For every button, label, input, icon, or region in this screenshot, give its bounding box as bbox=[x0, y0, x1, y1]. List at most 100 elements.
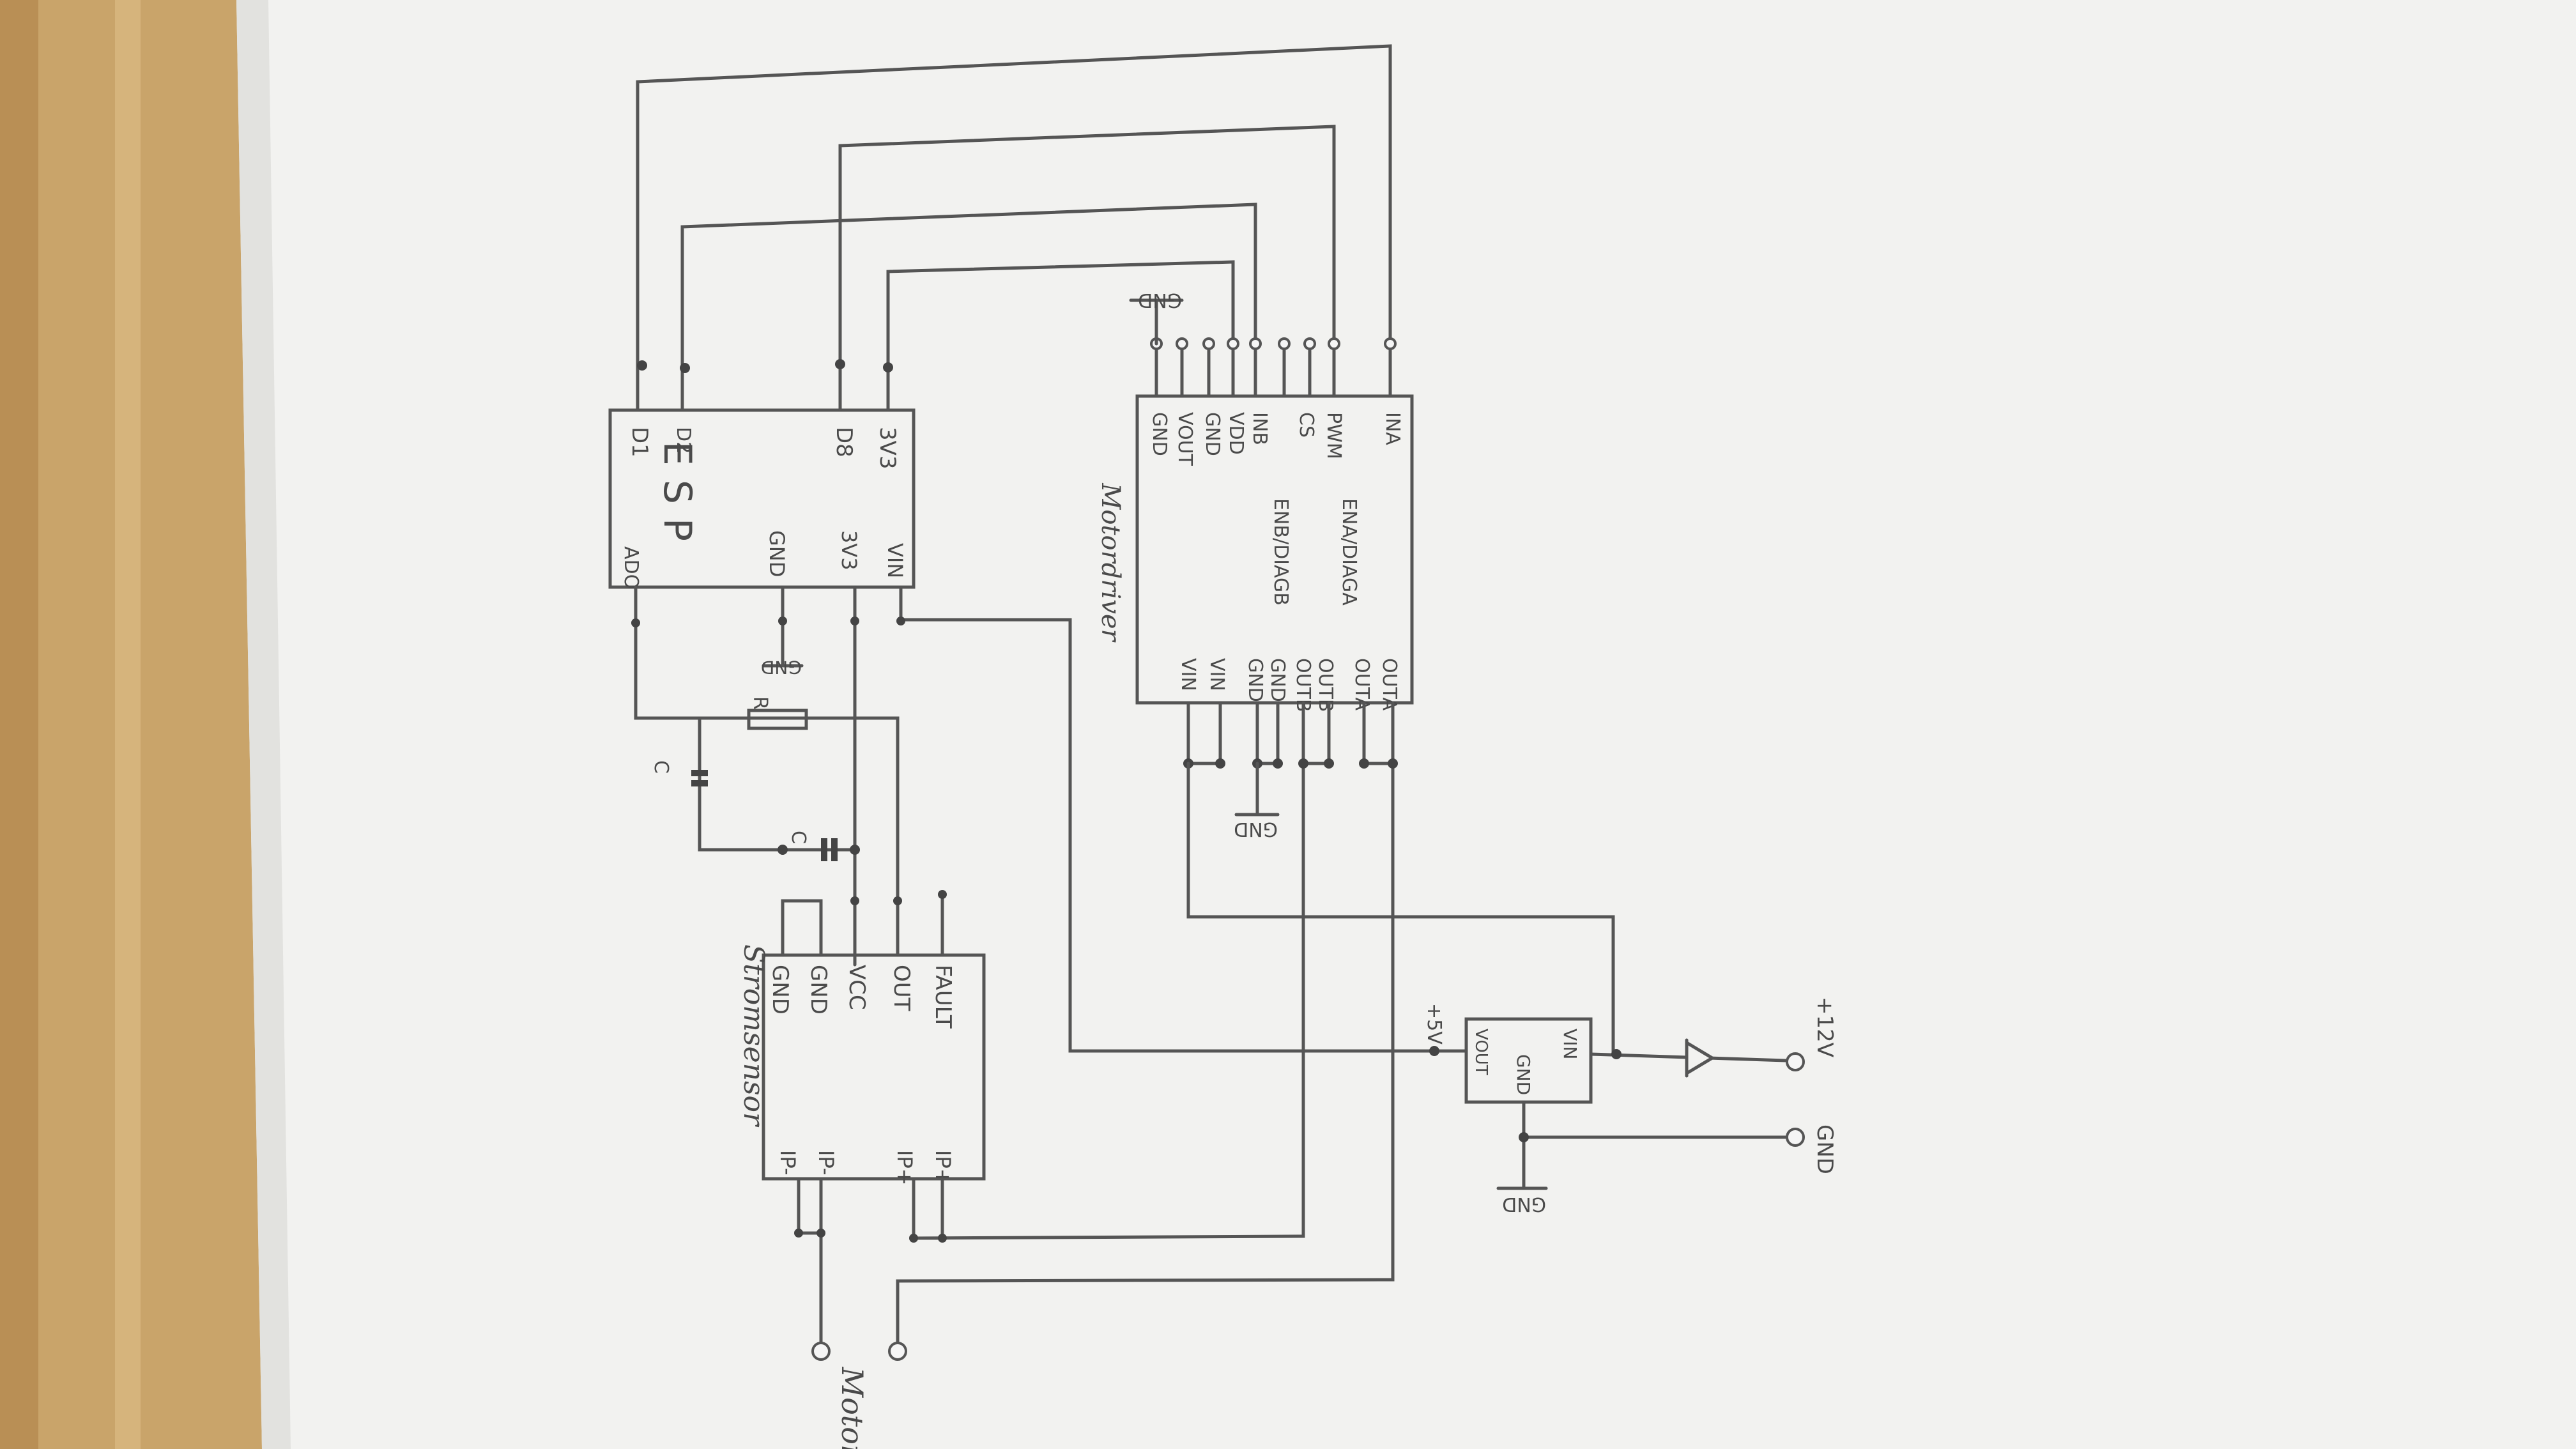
motordriver-pin-ena: ENA/DIAGA bbox=[1338, 498, 1360, 606]
gnd-label-esp: GND bbox=[761, 657, 802, 678]
gnd-label-md-top: GND bbox=[1138, 289, 1182, 311]
motordriver-pin-top-label: INA bbox=[1381, 412, 1404, 445]
regulator-pin-gnd: GND bbox=[1513, 1054, 1534, 1095]
junction bbox=[794, 1229, 803, 1238]
regulator-pin-vout: VOUT bbox=[1471, 1029, 1491, 1075]
stromsensor-pin-gnd-1: GND bbox=[767, 965, 793, 1015]
stromsensor-box bbox=[762, 953, 986, 1181]
regulator-box bbox=[1464, 1017, 1593, 1104]
junction bbox=[1429, 1046, 1439, 1056]
motordriver-pin-top-label: GND bbox=[1148, 412, 1170, 456]
junction bbox=[637, 360, 647, 371]
esp-box bbox=[608, 408, 916, 589]
wire-ip-minus bbox=[797, 1177, 823, 1235]
paper-edge-shadow bbox=[236, 0, 291, 1449]
wire-d8-pwm bbox=[838, 125, 1336, 412]
plus12v-terminal bbox=[1786, 1052, 1805, 1071]
junction bbox=[1215, 758, 1225, 769]
junction bbox=[680, 363, 690, 373]
motordriver-pin-bottom-label: OUTB bbox=[1314, 658, 1337, 712]
motor-label: Motor bbox=[835, 1367, 870, 1449]
wire-vin-5v bbox=[899, 585, 1436, 1053]
esp-pin-3v3-top: 3V3 bbox=[875, 427, 900, 470]
motordriver-pin-bottom-label: OUTA bbox=[1351, 658, 1373, 711]
esp-pin-gnd: GND bbox=[765, 530, 789, 577]
motordriver-pin-bottom-label: GND bbox=[1244, 658, 1266, 702]
stromsensor-pin-out: OUT bbox=[889, 965, 914, 1011]
wire-ado bbox=[634, 585, 900, 903]
gnd-supply-label: GND bbox=[1812, 1124, 1837, 1174]
stromsensor-pin-ip-minus-2: IP- bbox=[814, 1150, 838, 1176]
motordriver-pin-top-label: VOUT bbox=[1174, 412, 1196, 466]
motor-terminal-2 bbox=[888, 1342, 907, 1361]
md-pin-terminal bbox=[1249, 337, 1262, 350]
junction bbox=[1519, 1132, 1529, 1142]
stromsensor-pin-vcc: VCC bbox=[844, 965, 870, 1010]
paper-sheet bbox=[236, 0, 2576, 1449]
regulator-pin-vin: VIN bbox=[1560, 1029, 1581, 1059]
resistor bbox=[747, 709, 808, 730]
junction bbox=[1324, 758, 1334, 769]
junction bbox=[850, 896, 859, 905]
motordriver-pin-bottom-label: OUTA bbox=[1378, 658, 1400, 711]
motordriver-pin-top-label: CS bbox=[1295, 412, 1317, 438]
gnd-label-reg: GND bbox=[1502, 1193, 1546, 1215]
motordriver-pin-top-label: GND bbox=[1201, 412, 1223, 456]
esp-title: ESP bbox=[655, 441, 700, 555]
md-pin-terminal bbox=[1278, 337, 1291, 350]
esp-pin-d2: D2 bbox=[672, 427, 694, 454]
motordriver-pin-top-label: PWM bbox=[1322, 412, 1345, 459]
esp-pin-d8: D8 bbox=[831, 427, 857, 457]
md-pin-terminal bbox=[1202, 337, 1215, 350]
plus12v-label: +12V bbox=[1812, 997, 1837, 1057]
junction bbox=[938, 1234, 947, 1243]
gnd-supply-terminal bbox=[1786, 1128, 1805, 1147]
junction bbox=[1388, 758, 1398, 769]
motordriver-pin-top-label: VDD bbox=[1225, 412, 1247, 455]
junction bbox=[778, 617, 787, 625]
motordriver-box bbox=[1135, 394, 1414, 705]
md-pin-terminal bbox=[1303, 337, 1316, 350]
esp-pin-ado: ADO bbox=[620, 546, 642, 589]
esp-pin-3v3-bottom: 3V3 bbox=[837, 530, 861, 571]
junction bbox=[883, 362, 893, 372]
wire-sensor-gnd bbox=[781, 899, 823, 957]
wire-3v3-vdd bbox=[886, 260, 1235, 412]
md-pin-terminal bbox=[1227, 337, 1239, 350]
wire-motor-outa bbox=[896, 758, 1395, 1344]
junction bbox=[896, 617, 905, 625]
wire-md-vin-12v bbox=[1186, 762, 1615, 1056]
junction bbox=[1359, 758, 1369, 769]
stromsensor-pin-ip-minus-1: IP- bbox=[776, 1150, 800, 1176]
motordriver-pin-top-label: INB bbox=[1248, 412, 1271, 445]
wire-d2-inb bbox=[680, 203, 1257, 412]
junction bbox=[893, 896, 902, 905]
junction bbox=[816, 1229, 825, 1238]
motordriver-pin-enb: ENB/DIAGB bbox=[1269, 498, 1292, 606]
junction bbox=[1273, 758, 1283, 769]
stromsensor-title: Stromsensor bbox=[737, 944, 770, 1128]
gnd-label-md-bottom: GND bbox=[1234, 818, 1278, 840]
junction bbox=[835, 359, 845, 369]
junction bbox=[1611, 1049, 1621, 1059]
junction bbox=[631, 618, 640, 627]
resistor-label: R bbox=[749, 696, 771, 710]
wire-cap1 bbox=[698, 716, 785, 852]
motor-terminal-1 bbox=[811, 1342, 831, 1361]
motordriver-pin-bottom-label: VIN bbox=[1177, 658, 1199, 691]
wire-d1-ina bbox=[636, 44, 1392, 412]
motordriver-pin-bottom-label: GND bbox=[1266, 658, 1289, 702]
junction bbox=[778, 845, 788, 855]
junction bbox=[850, 845, 860, 855]
plus5v-label: +5V bbox=[1423, 1003, 1445, 1045]
junction bbox=[938, 890, 947, 899]
table-grain bbox=[115, 0, 141, 1449]
wire-ip-plus-outb bbox=[912, 758, 1305, 1240]
junction bbox=[1298, 758, 1308, 769]
md-pin-terminal bbox=[1328, 337, 1340, 350]
md-pin-terminal bbox=[1176, 337, 1188, 350]
